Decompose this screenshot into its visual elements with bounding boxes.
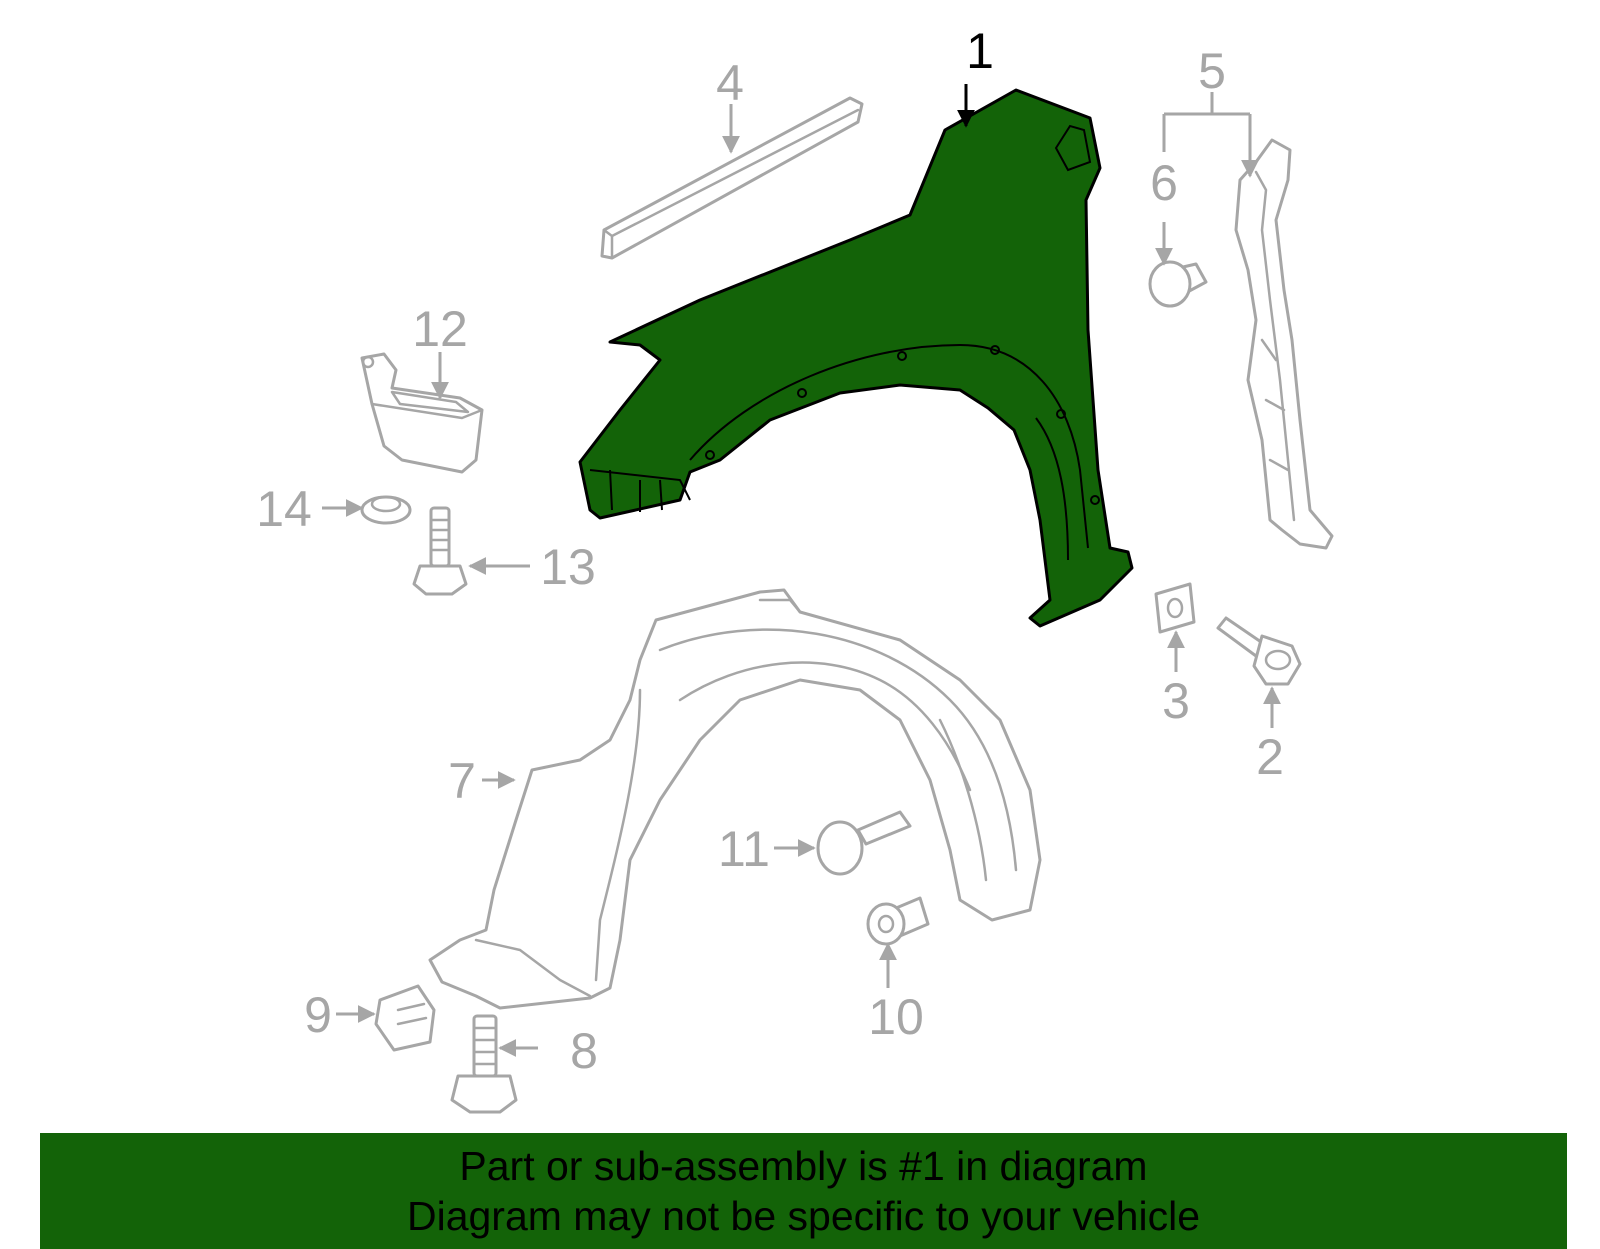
part-6-clip [1148, 260, 1208, 308]
callout-3: 3 [1162, 673, 1190, 729]
part-10-clip [866, 896, 930, 946]
callout-1: 1 [966, 23, 994, 79]
part-13-bolt [412, 506, 468, 596]
part-11-pin [816, 810, 912, 876]
part-9-clip [374, 984, 436, 1052]
callout-12: 12 [412, 301, 468, 357]
part-5-bracket [1234, 138, 1334, 550]
callout-4: 4 [716, 55, 744, 111]
part-12-bracket [360, 352, 484, 474]
callout-5: 5 [1198, 43, 1226, 99]
info-banner: Part or sub-assembly is #1 in diagram Di… [40, 1133, 1567, 1249]
callout-13: 13 [540, 539, 596, 595]
part-2-bolt [1216, 616, 1302, 686]
banner-line-1: Part or sub-assembly is #1 in diagram [459, 1143, 1148, 1189]
callout-2: 2 [1256, 729, 1284, 785]
part-1-fender [578, 88, 1134, 628]
fender-panel [578, 88, 1134, 628]
part-3-plate [1154, 582, 1196, 634]
part-8-bolt [450, 1014, 518, 1114]
leader-lines [322, 84, 1281, 1057]
part-14-nut [360, 495, 412, 525]
part-7-liner [428, 588, 1042, 1010]
callout-6: 6 [1150, 155, 1178, 211]
part-4-moulding [600, 96, 864, 260]
callout-9: 9 [304, 987, 332, 1043]
callout-10: 10 [868, 989, 924, 1045]
callout-8: 8 [570, 1023, 598, 1079]
banner-line-2: Diagram may not be specific to your vehi… [406, 1193, 1200, 1239]
callout-7: 7 [448, 753, 476, 809]
callout-11: 11 [718, 821, 770, 877]
callout-14: 14 [256, 481, 312, 537]
